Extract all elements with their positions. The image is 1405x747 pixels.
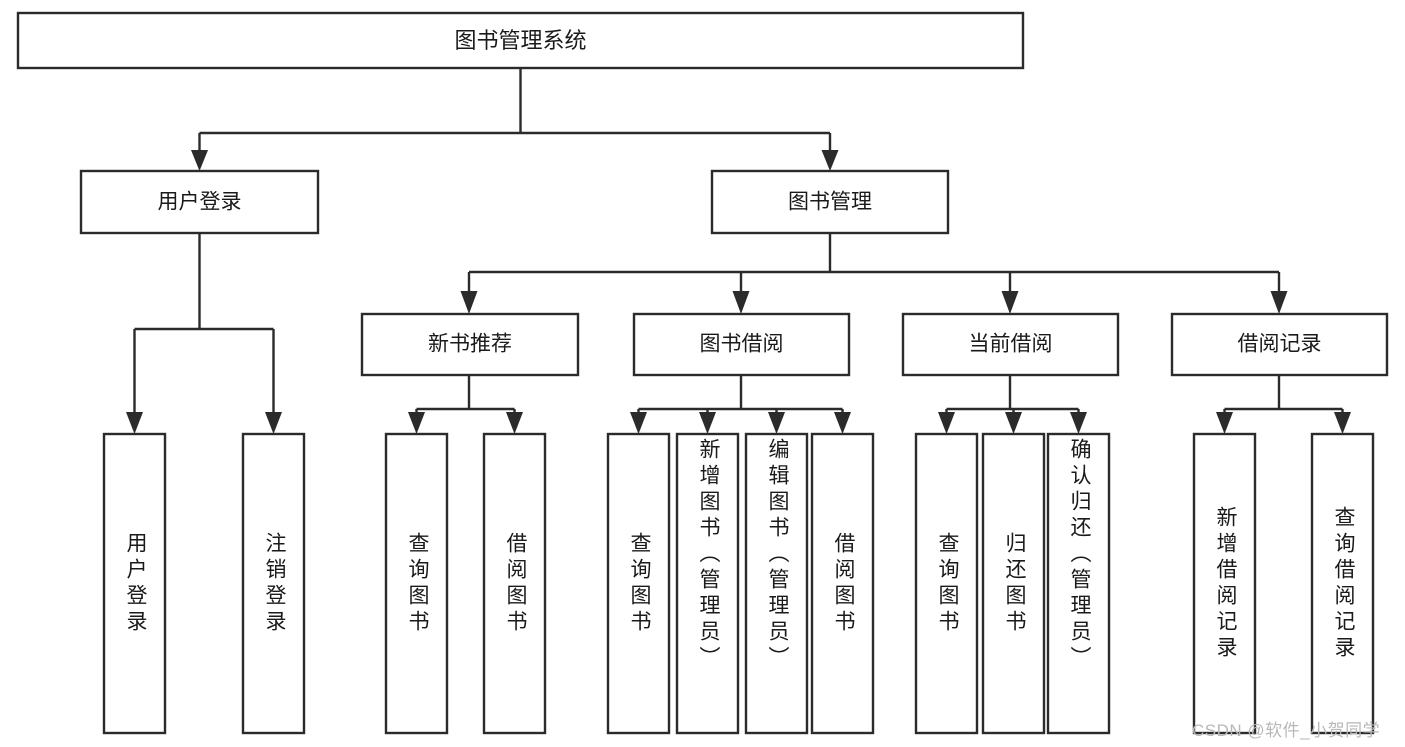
connector-group-new-book-recommend [408,375,523,434]
node-new-book-recommend-label: 新书推荐 [428,333,512,356]
arrow-head-new-book-recommend [460,291,478,314]
node-root-label: 图书管理系统 [454,28,586,53]
node-book-management-box[interactable] [710,169,950,235]
node-current-borrow[interactable]: 当前借阅 [901,312,1120,377]
arrow-head-leaf-add-book-admin [699,412,716,434]
arrow-head-current-borrow [1001,291,1019,314]
node-borrow-record[interactable]: 借阅记录 [1170,312,1389,377]
node-book-borrow[interactable]: 图书借阅 [632,312,851,377]
arrow-head-leaf-query-book-borrow [630,412,647,434]
arrow-head-leaf-query-borrow-record [1334,412,1351,434]
csdn-watermark: CSDN @软件_小贺同学 [1192,721,1381,740]
node-new-book-recommend[interactable]: 新书推荐 [360,312,580,377]
node-root[interactable]: 图书管理系统 [16,11,1025,70]
node-user-login-label: 用户登录 [158,191,242,214]
node-new-book-recommend-box[interactable] [360,312,580,377]
connector-group-user-login [126,233,282,434]
node-book-borrow-label: 图书借阅 [700,333,784,356]
leaf-user-login-box[interactable] [102,432,167,735]
node-current-borrow-box[interactable] [901,312,1120,377]
leaf-boxes-group [102,432,1375,735]
arrow-head-leaf-borrow-book-recommend [506,412,523,434]
arrow-head-leaf-edit-book-admin [768,412,785,434]
arrow-head-user-login [191,150,208,171]
node-book-borrow-box[interactable] [632,312,851,377]
leaf-query-borrow-record-box[interactable] [1310,432,1375,735]
connector-group-current-borrow [938,375,1087,434]
arrow-head-book-borrow [732,291,750,314]
arrow-head-borrow-record [1270,291,1288,314]
arrow-head-leaf-query-book-recommend [408,412,425,434]
leaf-borrow-book-recommend-box[interactable] [482,432,547,735]
connector-group-root [191,68,839,171]
arrow-head-leaf-user-login [126,412,143,434]
leaf-return-book-box[interactable] [981,432,1046,735]
arrow-head-leaf-confirm-return-admin [1070,412,1087,434]
leaf-confirm-return-admin-box[interactable] [1046,432,1111,735]
leaf-add-book-admin-box[interactable] [675,432,740,735]
arrow-head-leaf-return-book [1005,412,1022,434]
node-borrow-record-box[interactable] [1170,312,1389,377]
arrow-head-leaf-borrow-book [834,412,851,434]
arrow-head-leaf-query-book-current [938,412,955,434]
arrow-head-leaf-logout [265,412,282,434]
connector-group-book-borrow [630,375,851,434]
arrow-head-leaf-add-borrow-record [1216,412,1233,434]
node-root-box[interactable] [16,11,1025,70]
node-current-borrow-label: 当前借阅 [969,333,1053,356]
arrow-head-book-management [821,150,839,171]
node-user-login[interactable]: 用户登录 [79,169,320,235]
connector-group-borrow-record [1216,375,1351,434]
node-book-management[interactable]: 图书管理 [710,169,950,235]
leaf-borrow-book-box[interactable] [810,432,875,735]
leaf-logout-box[interactable] [241,432,306,735]
leaf-query-book-recommend-box[interactable] [384,432,449,735]
connector-group-book-management [460,233,1288,314]
node-book-management-label: 图书管理 [788,191,872,214]
leaf-query-book-borrow-box[interactable] [606,432,671,735]
node-borrow-record-label: 借阅记录 [1238,333,1322,356]
leaf-edit-book-admin-box[interactable] [744,432,809,735]
leaf-add-borrow-record-box[interactable] [1192,432,1257,735]
node-user-login-box[interactable] [79,169,320,235]
leaf-query-book-current-box[interactable] [914,432,979,735]
